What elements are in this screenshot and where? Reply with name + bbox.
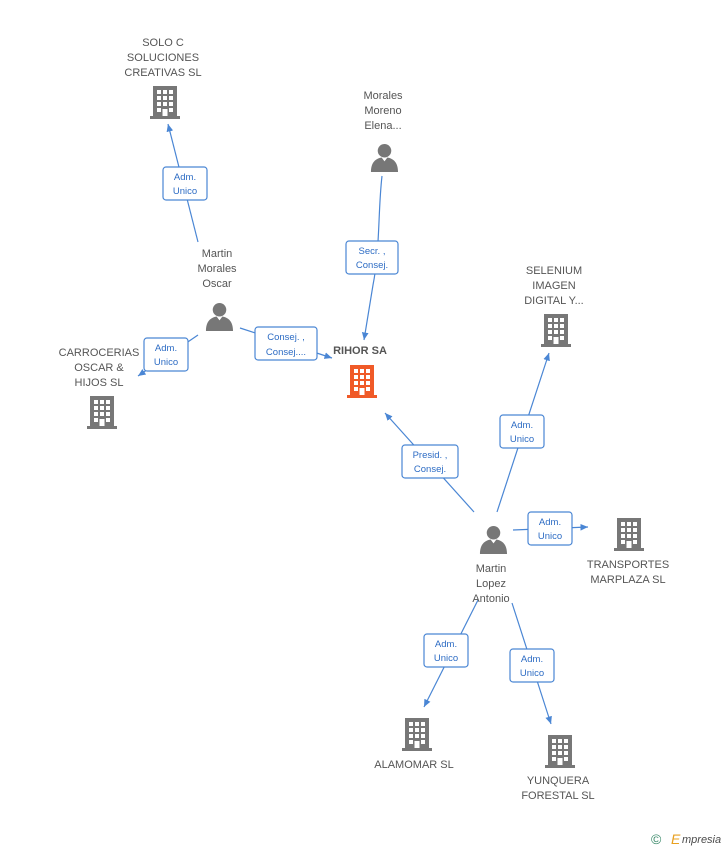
node-label: MARPLAZA SL (590, 574, 665, 586)
rel-label-antonio-alamomar[interactable]: Adm. Unico (423, 633, 469, 668)
edge-labels: Adm. Unico Adm. Unico Consej. , Consej..… (143, 166, 573, 683)
rel-label-oscar-solo[interactable]: Adm. Unico (162, 166, 208, 201)
svg-text:Unico: Unico (154, 357, 178, 368)
svg-text:Consej. ,: Consej. , (267, 332, 305, 343)
empresia-watermark[interactable]: © E mpresia (651, 831, 721, 847)
node-morales-moreno-elena[interactable]: Morales Moreno Elena... (363, 90, 403, 172)
node-label: Morales (363, 90, 403, 102)
node-label: SOLO C (142, 37, 184, 49)
rel-label-antonio-yunquera[interactable]: Adm. Unico (509, 648, 555, 683)
edge-elena-main[interactable] (361, 175, 383, 341)
node-solo-c[interactable]: SOLO C SOLUCIONES CREATIVAS SL (124, 37, 202, 119)
building-icon (87, 396, 117, 429)
node-label: Morales (197, 263, 237, 275)
building-icon (150, 86, 180, 119)
node-label: CREATIVAS SL (124, 67, 201, 79)
rel-label-oscar-carrocerias[interactable]: Adm. Unico (143, 337, 189, 372)
node-label: ALAMOMAR SL (374, 759, 453, 771)
brand-name: mpresia (682, 834, 721, 846)
node-label: YUNQUERA (527, 775, 590, 787)
svg-text:Consej....: Consej.... (266, 347, 306, 358)
svg-text:Adm.: Adm. (174, 172, 196, 183)
person-icon (479, 525, 508, 554)
node-martin-morales-oscar[interactable]: Martin Morales Oscar (197, 248, 237, 331)
node-label: IMAGEN (532, 280, 575, 292)
node-label: Moreno (364, 105, 401, 117)
svg-text:Adm.: Adm. (521, 654, 543, 665)
node-label: Martin (202, 248, 233, 260)
node-carrocerias[interactable]: CARROCERIAS OSCAR & HIJOS SL (59, 347, 140, 429)
node-label: Oscar (202, 278, 232, 290)
node-label: OSCAR & (74, 362, 124, 374)
rel-label-oscar-main[interactable]: Consej. , Consej.... (254, 326, 318, 361)
rel-label-elena-main[interactable]: Secr. , Consej. (345, 240, 399, 275)
brand-initial: E (671, 831, 681, 847)
person-icon (205, 302, 234, 331)
node-label: Elena... (364, 120, 401, 132)
svg-text:Secr. ,: Secr. , (359, 246, 386, 257)
rel-label-antonio-transportes[interactable]: Adm. Unico (527, 511, 573, 546)
node-label: CARROCERIAS (59, 347, 140, 359)
svg-text:Adm.: Adm. (539, 517, 561, 528)
node-label: TRANSPORTES (587, 559, 669, 571)
node-label: RIHOR SA (333, 345, 387, 357)
svg-text:Adm.: Adm. (511, 420, 533, 431)
building-icon (541, 314, 571, 347)
building-icon (402, 718, 432, 751)
node-transportes[interactable]: TRANSPORTES MARPLAZA SL (587, 518, 669, 586)
node-label: SOLUCIONES (127, 52, 199, 64)
node-main-company[interactable]: RIHOR SA (333, 345, 387, 398)
node-label: HIJOS SL (75, 377, 124, 389)
node-label: Lopez (476, 578, 506, 590)
svg-text:Unico: Unico (434, 653, 458, 664)
node-yunquera[interactable]: YUNQUERA FORESTAL SL (521, 735, 595, 802)
building-icon (347, 365, 377, 398)
building-icon (614, 518, 644, 551)
node-selenium[interactable]: SELENIUM IMAGEN DIGITAL Y... (524, 265, 584, 347)
svg-text:Adm.: Adm. (435, 639, 457, 650)
svg-text:Unico: Unico (538, 531, 562, 542)
svg-text:Consej.: Consej. (356, 260, 388, 271)
person-icon (370, 143, 399, 172)
node-label: SELENIUM (526, 265, 582, 277)
svg-text:Unico: Unico (520, 668, 544, 679)
svg-text:Consej.: Consej. (414, 464, 446, 475)
node-label: DIGITAL Y... (524, 295, 584, 307)
svg-text:Unico: Unico (173, 186, 197, 197)
copyright-icon: © (651, 831, 662, 847)
svg-text:Adm.: Adm. (155, 343, 177, 354)
node-label: FORESTAL SL (521, 790, 594, 802)
node-martin-lopez-antonio[interactable]: Martin Lopez Antonio (472, 525, 510, 605)
node-label: Martin (476, 563, 507, 575)
svg-text:Unico: Unico (510, 434, 534, 445)
building-icon (545, 735, 575, 768)
rel-label-antonio-selenium[interactable]: Adm. Unico (499, 414, 545, 449)
node-label: Antonio (472, 593, 509, 605)
node-alamomar[interactable]: ALAMOMAR SL (374, 718, 454, 771)
svg-text:Presid. ,: Presid. , (413, 450, 448, 461)
rel-label-antonio-main[interactable]: Presid. , Consej. (401, 444, 459, 479)
